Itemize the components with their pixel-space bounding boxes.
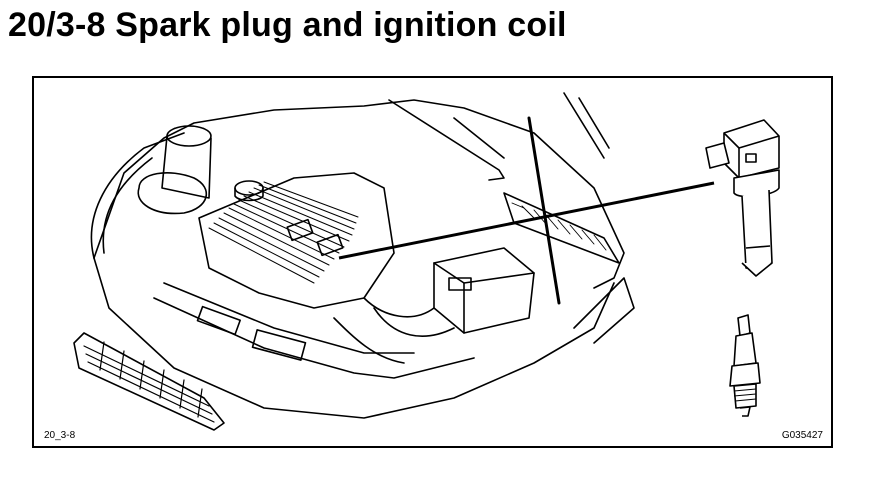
figure-caption-left: 20_3-8 [44,430,76,441]
spark-plug-illustration [729,314,761,417]
engine-bay-illustration [73,92,780,431]
ignition-coil-illustration [705,119,780,277]
figure-frame: 20_3-8 G035427 [32,76,833,448]
figure-id-caption: G035427 [781,430,823,441]
page-title: 20/3-8 Spark plug and ignition coil [8,6,567,44]
